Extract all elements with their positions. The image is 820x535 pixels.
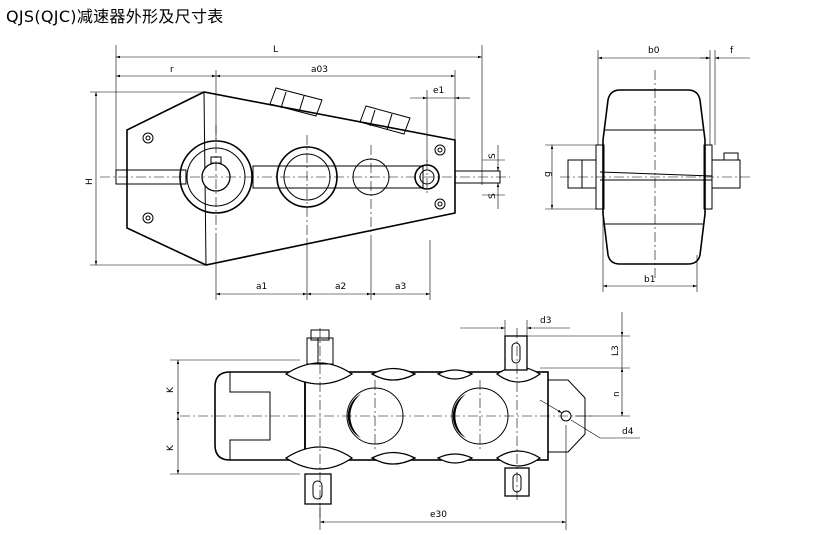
dim-H: H (85, 178, 95, 185)
front-dimensions: L r a03 e1 H S S a1 a2 a3 (85, 45, 505, 300)
dim-n: n (612, 391, 622, 397)
side-dimensions: b0 f g b1 (543, 46, 750, 292)
dim-a3: a3 (395, 282, 406, 292)
dim-r: r (170, 65, 174, 75)
drawing-title: QJS(QJC)减速器外形及尺寸表 (6, 7, 224, 26)
dim-e1: e1 (433, 86, 444, 96)
dim-b0: b0 (648, 46, 660, 56)
dim-d4: d4 (622, 427, 634, 437)
dim-K-top: K (166, 386, 176, 393)
side-view (560, 70, 750, 280)
dim-S-top: S (488, 153, 498, 159)
dim-a1: a1 (256, 282, 267, 292)
dim-b1: b1 (644, 275, 655, 285)
top-breather (269, 87, 411, 135)
dim-d3: d3 (540, 316, 551, 326)
dim-g: g (543, 171, 553, 177)
dim-a03: a03 (311, 65, 328, 75)
dim-S-bottom: S (488, 193, 498, 199)
front-view (100, 87, 510, 266)
dim-K-bottom: K (166, 444, 176, 451)
top-dimensions: K K d3 L3 n d4 e30 (166, 312, 640, 530)
dim-L: L (273, 45, 278, 55)
dim-L3: L3 (611, 345, 621, 356)
dim-e30: e30 (430, 510, 447, 520)
dim-a2: a2 (335, 282, 346, 292)
dim-f: f (730, 46, 734, 56)
top-view (180, 328, 595, 520)
